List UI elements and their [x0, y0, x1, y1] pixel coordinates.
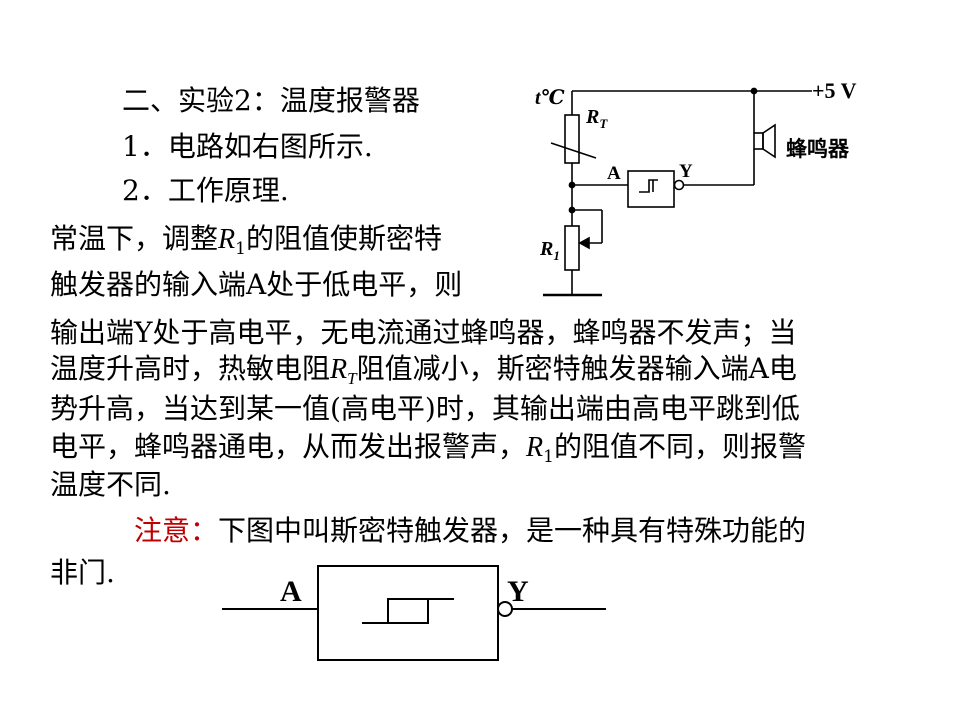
- note-line-2: 非门.: [50, 556, 115, 589]
- r1-symbol: R: [218, 224, 236, 255]
- paragraph-line-5: 势升高，当达到某一值(高电平)时，其输出端由高电平跳到低: [50, 392, 800, 425]
- r1-sub: 1: [553, 248, 560, 263]
- item-1: 1．电路如右图所示.: [122, 130, 373, 163]
- note-label: 注意：: [134, 514, 219, 547]
- thermistor-slash: [550, 142, 597, 159]
- text-segment: 常温下，调整: [50, 222, 219, 255]
- text-segment: 温度升高时，热敏电阻: [50, 352, 331, 385]
- item-2: 2．工作原理.: [122, 174, 289, 207]
- paragraph-line-1: 常温下，调整R1的阻值使斯密特: [50, 222, 442, 266]
- rt-symbol: R: [330, 354, 348, 385]
- rt-sub: T: [599, 116, 608, 131]
- supply-label: +5 V: [812, 78, 857, 103]
- gate-input-label: A: [280, 575, 302, 608]
- text-segment: 电平，蜂鸣器通电，从而发出报警声，: [50, 430, 527, 463]
- input-label-a: A: [607, 163, 621, 184]
- r1-label: R1: [539, 238, 560, 263]
- paragraph-line-2: 触发器的输入端A处于低电平，则: [50, 268, 463, 301]
- inverter-bubble: [673, 179, 685, 191]
- gate-output-label: Y: [507, 575, 529, 608]
- r1-symbol: R: [526, 432, 544, 463]
- gate-body: [317, 565, 499, 661]
- paragraph-line-3: 输出端Y处于高电平，无电流通过蜂鸣器，蜂鸣器不发声；当: [50, 316, 797, 349]
- text-segment: 的阻值使斯密特: [245, 222, 442, 255]
- note-text: 下图中叫斯密特触发器，是一种具有特殊功能的: [218, 514, 807, 547]
- paragraph-line-6: 电平，蜂鸣器通电，从而发出报警声，R1的阻值不同，则报警: [50, 430, 806, 474]
- buzzer-cone: [762, 123, 776, 159]
- r1-subscript: 1: [235, 239, 246, 259]
- text-segment: 的阻值不同，则报警: [553, 430, 806, 463]
- paragraph-line-7: 温度不同.: [50, 468, 171, 501]
- rt-label: RT: [585, 106, 608, 131]
- junction-dot: [568, 181, 576, 189]
- paragraph-line-4: 温度升高时，热敏电阻RT阻值减小，斯密特触发器输入端A电: [50, 352, 797, 396]
- hysteresis-icon: [388, 599, 429, 624]
- text-segment: 阻值减小，斯密特触发器输入端A电: [356, 352, 797, 385]
- rt-letter: R: [585, 106, 599, 128]
- output-label-y: Y: [679, 161, 693, 182]
- note-line-1: 注意：下图中叫斯密特触发器，是一种具有特殊功能的: [134, 514, 806, 548]
- buzzer-label: 蜂鸣器: [786, 137, 850, 161]
- rt-subscript: T: [347, 369, 357, 388]
- hysteresis-icon: [362, 598, 454, 624]
- wiper-arrow: [578, 236, 590, 250]
- temp-label: t℃: [535, 87, 565, 109]
- r1-letter: R: [539, 238, 553, 260]
- schmitt-gate: [627, 170, 675, 208]
- slide-heading: 二、实验2：温度报警器: [122, 84, 420, 117]
- r1-subscript: 1: [543, 447, 554, 467]
